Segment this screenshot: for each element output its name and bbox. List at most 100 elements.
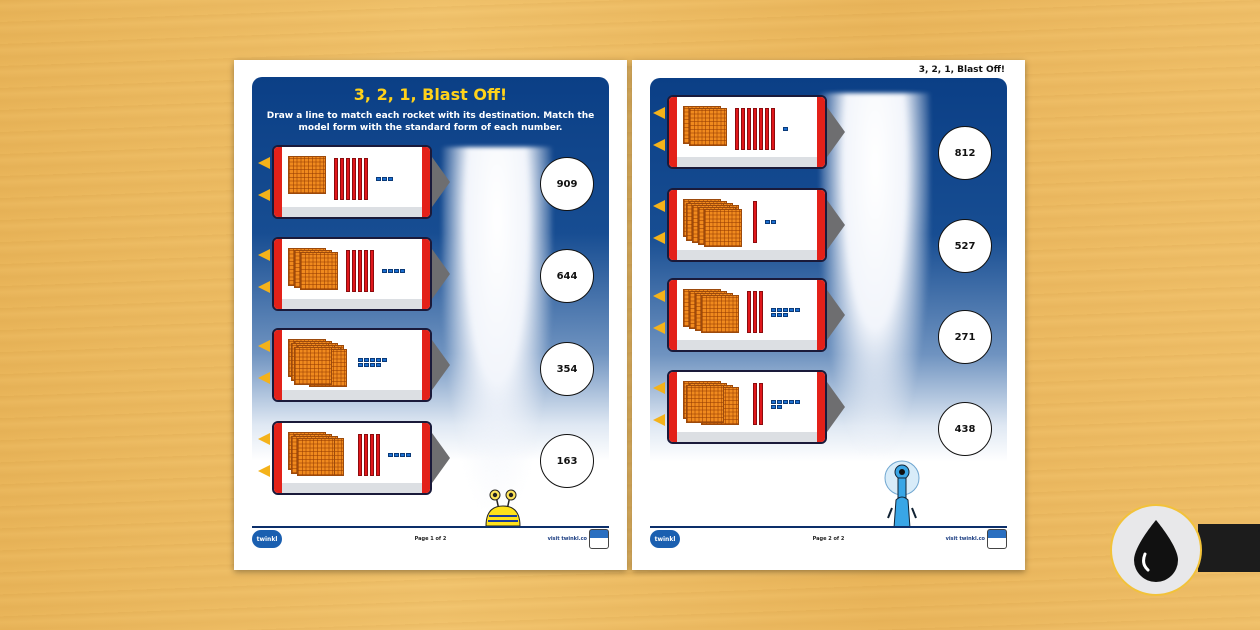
flame-icon [258,249,270,261]
rocket-nose [432,157,450,207]
flame-icon [653,107,665,119]
rocket-body [272,328,432,402]
worksheet-page-1: 3, 2, 1, Blast Off! Draw a line to match… [234,60,627,570]
tens-rods [747,291,763,333]
hundreds-flats [683,289,739,335]
tens-rods [735,108,775,150]
flame-icon [653,414,665,426]
ones-cubes [771,399,800,409]
rocket-nose [827,290,845,340]
rocket-nose [432,433,450,483]
tens-rods [753,201,757,243]
flame-icon [258,157,270,169]
rocket-body [667,370,827,444]
rocket [258,145,450,219]
site-link: visit twinkl.co [945,536,985,542]
flame-icon [653,200,665,212]
flame-icon [258,281,270,293]
flame-icon [653,232,665,244]
worksheet-page-2: 3, 2, 1, Blast Off! 812 527 271 438 twin… [632,60,1025,570]
base-ten-blocks [683,288,800,336]
base-ten-blocks [288,247,411,295]
site-link: visit twinkl.co [547,536,587,542]
destination-circle: 163 [540,434,594,488]
blue-alien-icon [884,460,920,528]
rocket-body [667,278,827,352]
rocket-body [272,421,432,495]
ones-cubes [783,127,812,131]
destination-circle: 812 [938,126,992,180]
rocket-body [667,95,827,169]
flame-icon [258,433,270,445]
rocket [258,328,450,402]
footer-rule [252,526,609,528]
hundreds-flats [288,248,338,294]
instructions: Draw a line to match each rocket with it… [266,111,595,133]
ones-cubes [771,307,800,317]
quality-badge-icon [987,529,1007,549]
flame-icon [258,189,270,201]
base-ten-blocks [288,431,417,479]
rocket [653,370,845,444]
ink-drop-icon [1134,520,1178,582]
ink-bar [1198,524,1260,572]
rocket-body [272,145,432,219]
twinkl-logo: twinkl [650,530,680,548]
tens-rods [753,383,763,425]
rocket-nose [827,382,845,432]
base-ten-blocks [683,105,812,153]
rocket-nose [432,249,450,299]
hundreds-flats [683,381,745,427]
tens-rods [334,158,368,200]
ones-cubes [376,177,405,181]
hundreds-flats [683,106,727,152]
hundreds-flats [288,432,350,478]
flame-icon [258,340,270,352]
flame-icon [653,382,665,394]
rocket-body [667,188,827,262]
destination-circle: 354 [540,342,594,396]
flame-icon [653,290,665,302]
rocket [258,421,450,495]
destination-circle: 271 [938,310,992,364]
ones-cubes [382,269,411,273]
twinkl-logo: twinkl [252,530,282,548]
rocket [653,95,845,169]
rocket [653,188,845,262]
rocket [653,278,845,352]
rocket-nose [432,340,450,390]
rocket [258,237,450,311]
tens-rods [346,250,374,292]
light-beam [442,147,552,507]
worksheet-title: 3, 2, 1, Blast Off! [353,85,508,104]
ones-cubes [388,453,417,457]
rocket-body [272,237,432,311]
footer-rule [650,526,1007,528]
rocket-nose [827,107,845,157]
rocket-nose [827,200,845,250]
flame-icon [653,322,665,334]
hundreds-flats [288,339,350,387]
hundreds-flats [288,156,326,202]
ink-drop-badge [1110,504,1202,596]
ones-cubes [358,357,387,367]
ones-cubes [765,220,794,224]
page-number: Page 2 of 2 [812,536,845,542]
base-ten-blocks [288,338,387,387]
running-header: 3, 2, 1, Blast Off! [918,65,1005,75]
destination-circle: 438 [938,402,992,456]
base-ten-blocks [288,155,405,203]
quality-badge-icon [589,529,609,549]
space-panel: 812 527 271 438 [650,78,1007,524]
hundreds-flats [683,199,745,247]
tens-rods [358,434,380,476]
space-panel: 3, 2, 1, Blast Off! Draw a line to match… [252,77,609,523]
destination-circle: 644 [540,249,594,303]
flame-icon [258,465,270,477]
destination-circle: 909 [540,157,594,211]
yellow-alien-icon [485,489,521,526]
base-ten-blocks [683,198,794,247]
base-ten-blocks [683,380,800,428]
flame-icon [653,139,665,151]
page-number: Page 1 of 2 [414,536,447,542]
